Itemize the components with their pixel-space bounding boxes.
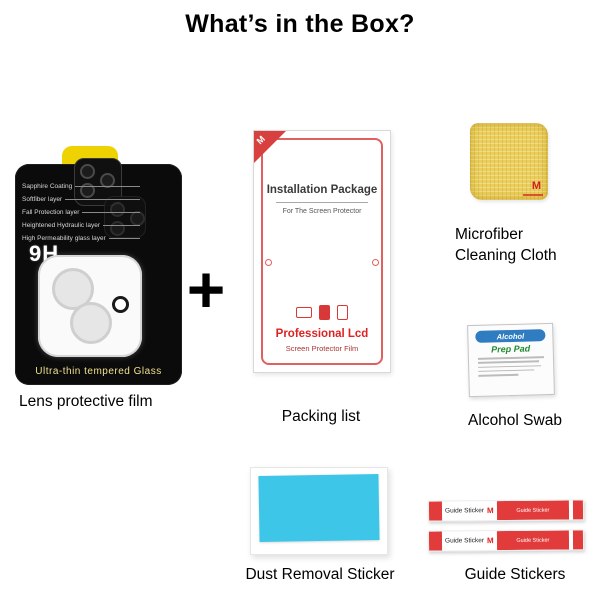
- red-block-with-text: Guide Sticker: [496, 530, 570, 551]
- protector-lens-circle: [70, 302, 112, 344]
- installation-package-title: Installation Package: [266, 184, 378, 196]
- microfiber-cloth-label: Microfiber Cleaning Cloth: [455, 224, 600, 266]
- guide-sticker-strip: Guide Sticker M Guide Sticker: [427, 499, 585, 522]
- glass-layer-item: Fall Protection layer: [22, 206, 140, 219]
- dust-sticker-card: [250, 467, 388, 555]
- glass-layer-label: Sapphire Coating: [22, 183, 73, 190]
- tempered-glass-caption: Ultra-thin tempered Glass: [35, 366, 162, 377]
- phone-filled-icon: [319, 305, 330, 320]
- brand-underline: [523, 194, 543, 196]
- camera-lens-icon: [80, 164, 95, 179]
- title-divider: [276, 202, 368, 203]
- corner-flag: [254, 131, 286, 163]
- guide-stickers-label: Guide Stickers: [464, 566, 566, 583]
- installation-package-subtitle: For The Screen Protector: [282, 208, 362, 215]
- glass-layer-item: Sapphire Coating: [22, 180, 140, 193]
- microfiber-cloth-label-line1: Microfiber: [455, 226, 524, 243]
- fine-print-line: [478, 374, 519, 377]
- fine-print-lines: [477, 356, 544, 377]
- guide-sticker-text: Guide Sticker: [444, 507, 485, 515]
- camera-lens-icon: [110, 202, 125, 217]
- fine-print-line: [478, 360, 539, 364]
- guide-sticker-text: Guide Sticker: [444, 537, 485, 545]
- camera-module-shadow-icon: [104, 196, 146, 238]
- red-block: [572, 500, 584, 520]
- glass-layer-label: High Permeability glass layer: [22, 235, 106, 242]
- layer-pointer-line: [75, 186, 140, 187]
- alcohol-pad-title: Alcohol: [475, 329, 546, 343]
- page-title: What’s in the Box?: [185, 10, 415, 38]
- packing-list-box: M Installation Package For The Screen Pr…: [253, 130, 391, 373]
- fine-print-line: [478, 369, 535, 373]
- decor-circle: [372, 259, 379, 266]
- glass-layer-list: Sapphire Coating Softfiber layer Fall Pr…: [22, 180, 140, 245]
- packing-list-label: Packing list: [281, 408, 361, 425]
- guide-stickers-image: Guide Sticker M Guide Sticker Guide Stic…: [427, 499, 585, 560]
- layer-pointer-line: [103, 225, 140, 226]
- lens-film-label: Lens protective film: [19, 393, 153, 410]
- layer-pointer-line: [65, 199, 140, 200]
- screen-protector-film-text: Screen Protector Film: [285, 344, 359, 353]
- glass-layer-item: Heightened Hydraulic layer: [22, 219, 140, 232]
- brand-m-logo: M: [486, 506, 494, 516]
- phone-outline-icon: [337, 305, 348, 320]
- microfiber-cloth-label-line2: Cleaning Cloth: [455, 247, 557, 264]
- camera-lens-icon: [110, 221, 125, 236]
- layer-pointer-line: [82, 212, 140, 213]
- red-block: [428, 531, 443, 551]
- red-block: [428, 501, 443, 521]
- prep-pad-title: Prep Pad: [491, 343, 531, 355]
- lens-protector-image: [38, 255, 142, 357]
- packing-list-red-border: [261, 138, 383, 365]
- red-block-with-text: Guide Sticker: [496, 500, 570, 521]
- microfiber-cloth-image: M: [470, 123, 548, 200]
- protector-ring: [112, 296, 129, 313]
- fine-print-line: [478, 364, 542, 368]
- glass-layer-item: Softfiber layer: [22, 193, 140, 206]
- camera-lens-icon: [100, 173, 115, 188]
- plus-sign: +: [186, 252, 226, 326]
- layer-pointer-line: [108, 238, 140, 239]
- brand-m-logo: M: [531, 180, 541, 192]
- guide-sticker-strip: Guide Sticker M Guide Sticker: [427, 529, 585, 552]
- cyan-sticker-image: [258, 473, 380, 543]
- alcohol-prep-pad-image: Alcohol Prep Pad: [467, 322, 555, 398]
- dust-removal-sticker-label: Dust Removal Sticker: [245, 566, 395, 583]
- fine-print-line: [477, 356, 544, 360]
- glass-layer-label: Heightened Hydraulic layer: [22, 222, 101, 229]
- decor-circle: [265, 259, 272, 266]
- device-icons-row: [254, 305, 390, 320]
- red-block: [572, 530, 584, 550]
- brand-m-logo: M: [486, 536, 494, 546]
- glass-layer-label: Softfiber layer: [22, 196, 63, 203]
- glass-layer-label: Fall Protection layer: [22, 209, 80, 216]
- alcohol-swab-label: Alcohol Swab: [468, 412, 562, 429]
- glass-layer-item: High Permeability glass layer: [22, 232, 140, 245]
- screen-icon: [296, 307, 312, 318]
- professional-lcd-text: Professional Lcd: [275, 328, 369, 340]
